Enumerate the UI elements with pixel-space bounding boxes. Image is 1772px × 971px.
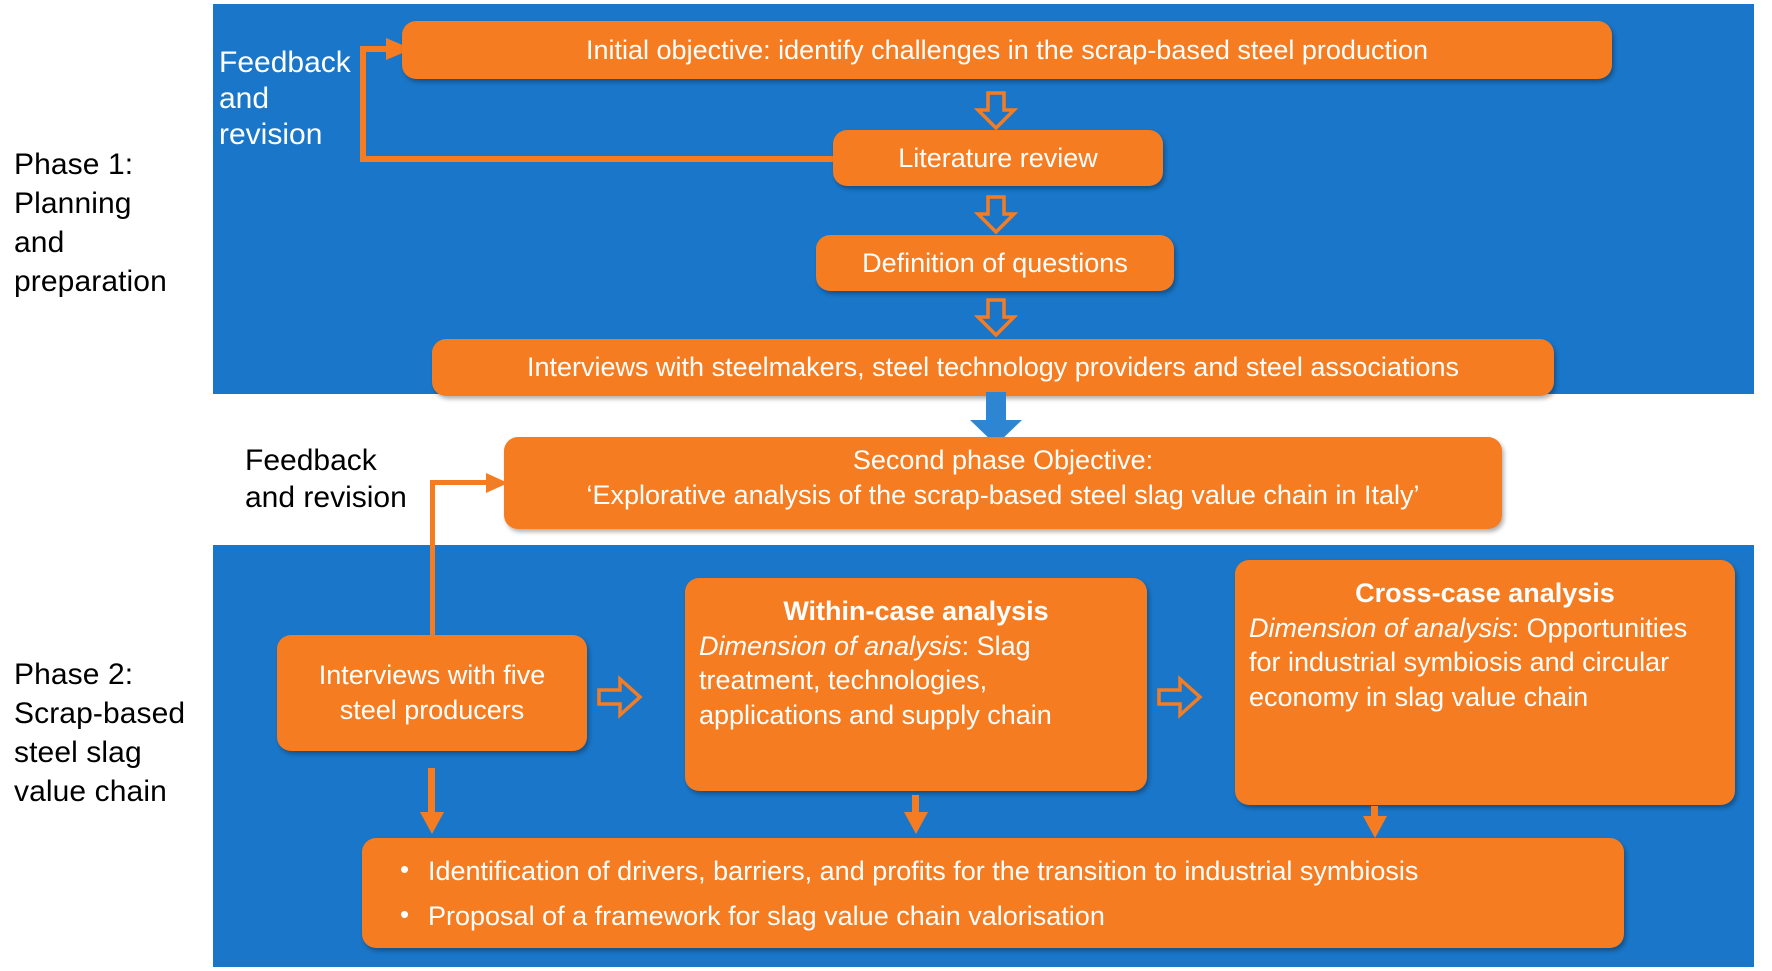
second-phase-objective-line2: ‘Explorative analysis of the scrap-based… — [586, 479, 1420, 510]
within-case-dimension-label: Dimension of analysis — [699, 630, 962, 661]
down-arrow-3-icon — [973, 298, 1019, 338]
box-within-case-analysis[interactable]: Within-case analysis Dimension of analys… — [685, 578, 1147, 791]
box-literature-review[interactable]: Literature review — [833, 130, 1163, 186]
phase-bridge-arrow-icon — [970, 392, 1022, 445]
right-arrow-2-icon — [1157, 675, 1203, 719]
outcome-connector-3-shaft — [1371, 806, 1378, 824]
phase2-label: Phase 2: Scrap-based steel slag value ch… — [14, 658, 186, 808]
box-initial-objective[interactable]: Initial objective: identify challenges i… — [402, 21, 1612, 79]
box-phase2-outcomes[interactable]: Identification of drivers, barriers, and… — [362, 838, 1624, 948]
box-phase1-interviews[interactable]: Interviews with steelmakers, steel techn… — [432, 339, 1554, 396]
outcome-connector-2-shaft — [912, 795, 919, 820]
box-definition-of-questions[interactable]: Definition of questions — [816, 235, 1174, 291]
phase1-feedback-label: Feedback and revision — [219, 46, 351, 151]
box-interviews-five-producers[interactable]: Interviews with five steel producers — [277, 635, 587, 751]
phase2-feedback-horizontal — [430, 480, 492, 485]
feedback-loop-vertical — [360, 46, 366, 162]
within-case-title: Within-case analysis — [783, 596, 1049, 626]
feedback-loop-horizontal-top — [360, 46, 390, 52]
phase2-feedback-arrowhead-icon — [486, 473, 508, 493]
phase1-label: Phase 1: Planning and preparation — [14, 148, 167, 298]
box-second-phase-objective[interactable]: Second phase Objective: ‘Explorative ana… — [504, 437, 1502, 529]
feedback-loop-horizontal-bottom — [360, 156, 846, 162]
right-arrow-1-icon — [597, 675, 643, 719]
list-item: Identification of drivers, barriers, and… — [400, 853, 1418, 889]
feedback-loop-arrowhead-icon — [386, 38, 412, 60]
outcome-connector-1-shaft — [428, 768, 435, 820]
outcome-arrow-3-icon — [1363, 816, 1387, 838]
outcome-arrow-1-icon — [420, 812, 444, 834]
cross-case-dimension-label: Dimension of analysis — [1249, 612, 1512, 643]
second-phase-objective-line1: Second phase Objective: — [852, 445, 1154, 475]
phase2-feedback-vertical-overlay — [430, 545, 435, 645]
cross-case-dimension-text: : Opportunities for industrial symbiosis… — [1249, 612, 1688, 712]
phase2-feedback-label: Feedback and revision — [245, 444, 407, 514]
down-arrow-1-icon — [973, 91, 1019, 131]
list-item: Proposal of a framework for slag value c… — [400, 898, 1418, 934]
within-case-dimension-text: : Slag treatment, technologies, applicat… — [699, 630, 1052, 730]
down-arrow-2-icon — [973, 195, 1019, 235]
outcome-arrow-2-icon — [904, 812, 928, 834]
outcomes-list: Identification of drivers, barriers, and… — [388, 852, 1418, 933]
cross-case-title: Cross-case analysis — [1355, 578, 1615, 608]
box-cross-case-analysis[interactable]: Cross-case analysis Dimension of analysi… — [1235, 560, 1735, 805]
